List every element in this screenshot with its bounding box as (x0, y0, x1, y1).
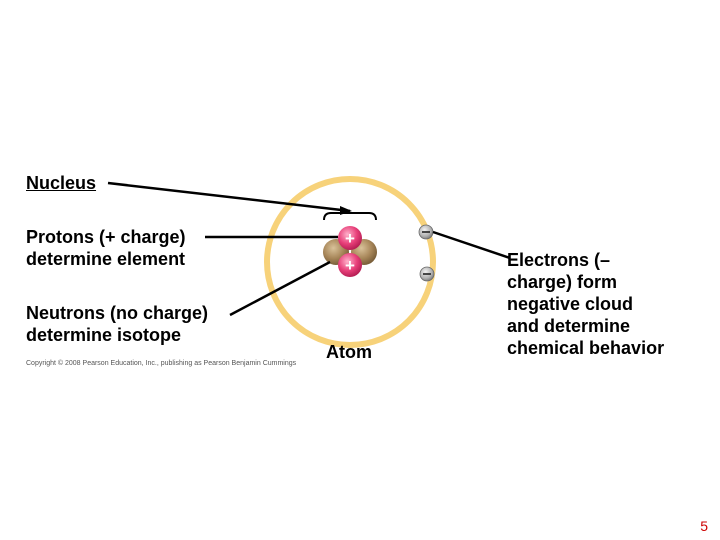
proton-bottom-sign: + (345, 256, 355, 275)
electrons-label-line2: charge) form (507, 272, 618, 292)
proton-top (338, 226, 362, 250)
atom-label: Atom (326, 342, 372, 362)
nucleus-bracket (323, 212, 377, 221)
protons-label-line2: determine element (26, 249, 186, 269)
electrons-leader (432, 230, 511, 260)
neutrons-leader (229, 260, 331, 317)
proton-bottom (338, 253, 362, 277)
copyright-text: Copyright © 2008 Pearson Education, Inc.… (26, 360, 297, 367)
nucleus-label: Nucleus (26, 173, 97, 193)
page-number: 5 (700, 518, 708, 534)
electrons-label-line5: chemical behavior (507, 338, 665, 358)
neutrons-label-line2: determine isotope (26, 325, 182, 345)
electrons-label-line4: and determine (507, 316, 631, 336)
electrons-label-line1: Electrons (– (507, 250, 611, 270)
electron-orbit (264, 176, 436, 348)
nucleus-arrowhead (340, 206, 352, 215)
proton-top-sign: + (345, 229, 355, 248)
neutrons-label-line1: Neutrons (no charge) (26, 303, 209, 323)
nucleus-leader (107, 181, 351, 213)
electrons-label-line3: negative cloud (507, 294, 634, 314)
protons-label-line1: Protons (+ charge) (26, 227, 186, 247)
